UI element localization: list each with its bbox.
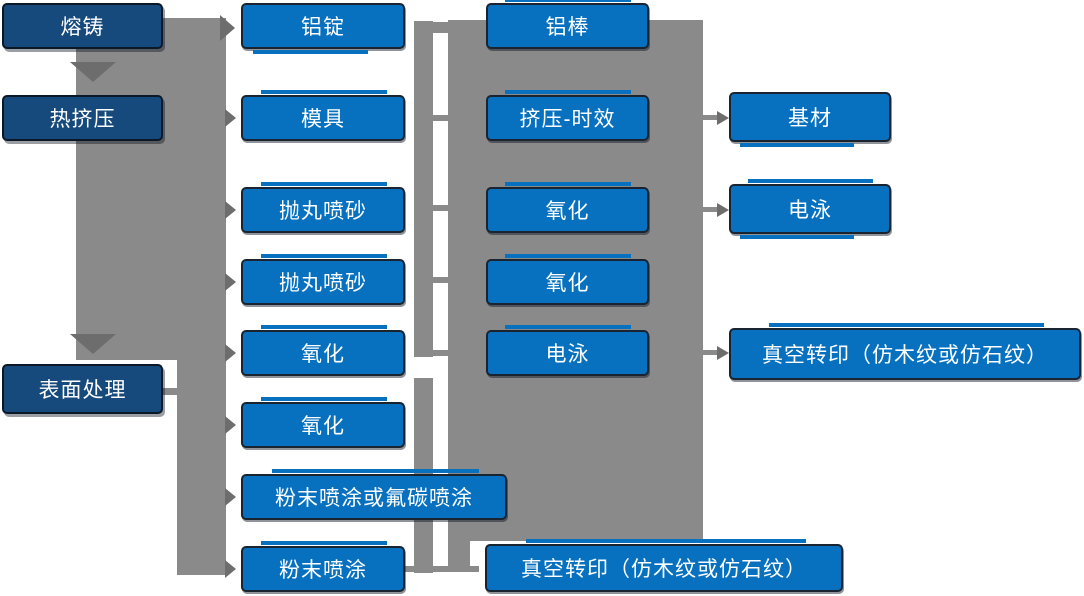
node-oxidation-2: 氧化 xyxy=(241,397,405,448)
node-aluminum-ingot: 铝锭 xyxy=(241,3,405,54)
node-vacuum-transfer-print-1: 真空转印（仿木纹或仿石纹） xyxy=(485,539,843,592)
connector-band-lower xyxy=(177,353,226,575)
node-oxidation-4: 氧化 xyxy=(486,254,649,305)
arrow-right-oxidation1-icon xyxy=(225,344,236,362)
arrow-right-vacuum-icon xyxy=(717,346,729,360)
node-oxidation-3: 氧化 xyxy=(486,182,649,233)
connector-panel-foot xyxy=(448,541,470,572)
connector-bar-upper xyxy=(414,21,433,357)
arrow-right-powder-icon xyxy=(225,560,236,578)
node-powder-or-fluorocarbon: 粉末喷涂或氟碳喷涂 xyxy=(241,469,507,520)
node-shot-blasting-2: 抛丸喷砂 xyxy=(241,254,405,305)
node-electrophoresis-2: 电泳 xyxy=(729,179,891,239)
node-aluminum-rod: 铝棒 xyxy=(486,0,649,49)
connector-stub-row4 xyxy=(433,277,450,283)
node-hot-extrusion: 热挤压 xyxy=(2,95,163,141)
node-electrophoresis-1: 电泳 xyxy=(486,325,649,376)
node-extrusion-aging: 挤压-时效 xyxy=(486,90,649,141)
arrow-right-substrate-icon xyxy=(717,111,729,125)
node-oxidation-1: 氧化 xyxy=(241,325,405,376)
node-melting-casting: 熔铸 xyxy=(2,3,163,49)
connector-stub-row5 xyxy=(433,350,450,356)
node-mold: 模具 xyxy=(241,90,405,141)
connector-surface-stub xyxy=(163,388,177,395)
arrow-down-hot-extrusion-icon xyxy=(70,62,116,82)
arrow-right-electrophoresis-icon xyxy=(717,203,729,217)
arrow-down-surface-icon xyxy=(70,334,116,354)
arrow-right-shot1-icon xyxy=(225,201,236,219)
connector-powder-line xyxy=(405,566,479,572)
node-powder-coating: 粉末喷涂 xyxy=(241,541,405,592)
node-surface-treatment: 表面处理 xyxy=(2,364,163,414)
connector-stub-row3 xyxy=(433,205,450,211)
arrow-right-ingot-icon xyxy=(220,15,235,41)
connector-line-vacuum xyxy=(703,350,718,355)
connector-stub-row2 xyxy=(433,115,450,121)
arrow-right-oxidation2-icon xyxy=(225,416,236,434)
node-shot-blasting-1: 抛丸喷砂 xyxy=(241,182,405,233)
node-vacuum-transfer-print-2: 真空转印（仿木纹或仿石纹） xyxy=(729,323,1081,380)
arrow-right-mold-icon xyxy=(225,109,236,127)
arrow-right-powderfluoro-icon xyxy=(225,488,236,506)
arrow-right-shot2-icon xyxy=(225,273,236,291)
connector-stub-row1 xyxy=(433,22,449,33)
node-substrate: 基材 xyxy=(729,92,891,147)
connector-line-electrophoresis xyxy=(703,207,718,212)
connector-line-substrate xyxy=(703,115,718,120)
